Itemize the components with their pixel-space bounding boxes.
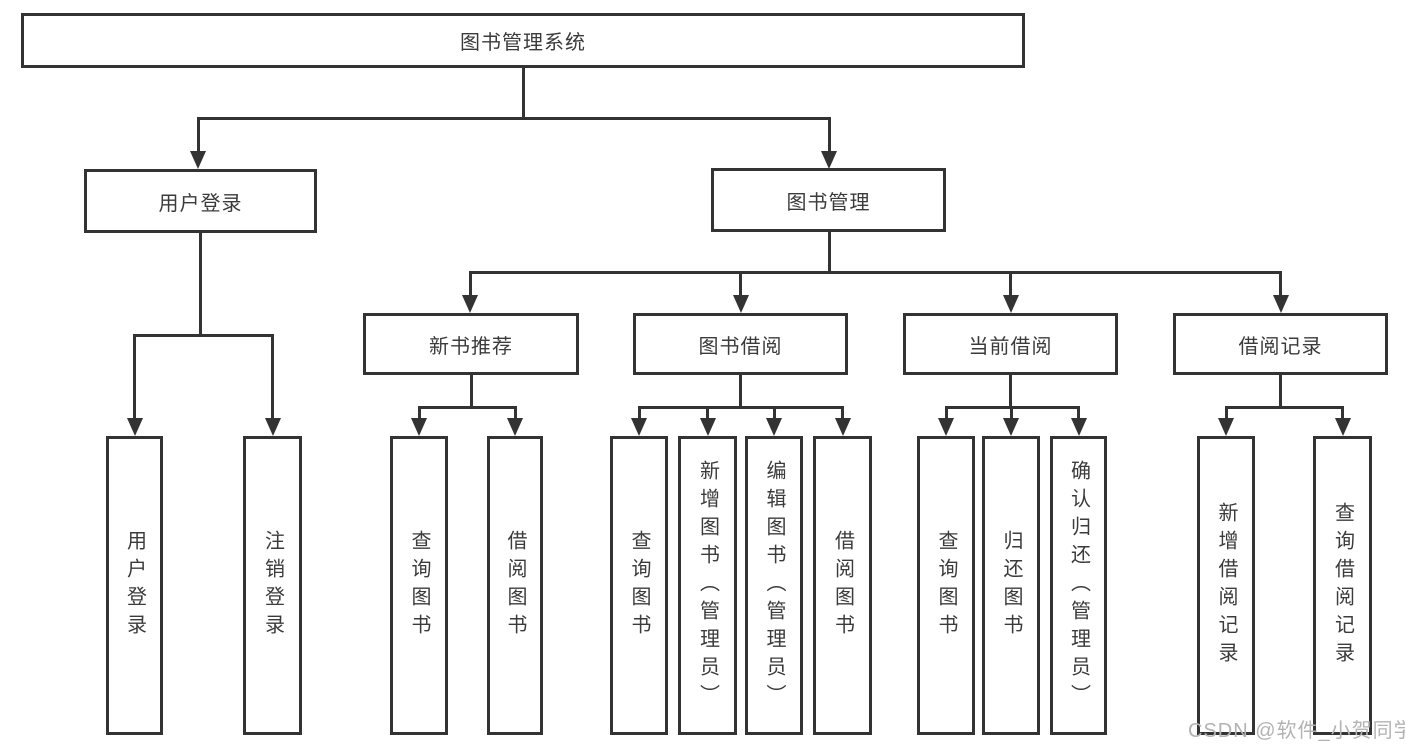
arrow-down-icon — [766, 418, 782, 436]
node-user-login-label: 用户登录 — [158, 192, 243, 215]
connector-drop-line — [417, 407, 421, 424]
watermark-text: CSDN @软件_小贺同学 — [1188, 720, 1405, 742]
node-book-borrow: 图书借阅 — [633, 313, 848, 375]
connector-drop-line — [1009, 407, 1013, 424]
node-book-management-label: 图书管理 — [786, 191, 871, 214]
arrow-down-icon — [507, 418, 523, 436]
node-current-borrow-label: 当前借阅 — [968, 335, 1053, 358]
node-leaf-confirm-return-admin-label: 确认归还（管理员） — [1067, 459, 1090, 712]
arrow-down-icon — [190, 151, 206, 169]
node-current-borrow: 当前借阅 — [903, 313, 1118, 375]
node-leaf-query-books-3-label: 查询图书 — [935, 529, 957, 642]
arrow-down-icon — [411, 418, 427, 436]
node-leaf-query-books-2-label: 查询图书 — [628, 529, 650, 642]
connector-stub-line — [469, 375, 473, 408]
arrow-down-icon — [462, 295, 478, 313]
connector-drop-line — [271, 335, 274, 424]
connector-bus-line — [133, 333, 274, 337]
connector-drop-line — [739, 272, 742, 301]
connector-drop-line — [196, 118, 200, 157]
node-leaf-add-borrow-record-label: 新增借阅记录 — [1215, 501, 1237, 670]
arrow-down-icon — [1272, 295, 1289, 313]
connector-drop-line — [1224, 407, 1228, 424]
connector-drop-line — [468, 272, 472, 301]
arrow-down-icon — [1003, 418, 1019, 436]
connector-bus-line — [1224, 405, 1344, 409]
node-leaf-edit-book-admin: 编辑图书（管理员） — [745, 436, 803, 735]
node-user-login: 用户登录 — [84, 169, 317, 233]
node-leaf-edit-book-admin-label: 编辑图书（管理员） — [763, 459, 785, 712]
node-leaf-query-books-3: 查询图书 — [917, 436, 975, 735]
connector-stub-line — [827, 232, 831, 273]
node-new-book-recommend-label: 新书推荐 — [429, 335, 513, 358]
arrow-down-icon — [264, 418, 281, 436]
node-leaf-borrow-books-2-label: 借阅图书 — [831, 529, 854, 642]
connector-drop-line — [772, 407, 776, 424]
arrow-down-icon — [1334, 418, 1351, 436]
node-leaf-query-borrow-record: 查询借阅记录 — [1313, 436, 1372, 735]
arrow-down-icon — [126, 418, 143, 436]
node-leaf-query-books-2: 查询图书 — [610, 436, 668, 735]
node-book-management: 图书管理 — [711, 168, 946, 232]
connector-drop-line — [944, 407, 948, 424]
node-leaf-return-book-label: 归还图书 — [1000, 529, 1022, 642]
connector-bus-line — [468, 270, 1282, 274]
connector-stub-line — [738, 375, 742, 408]
connector-drop-line — [827, 118, 831, 157]
node-leaf-login: 用户登录 — [106, 436, 163, 735]
node-leaf-borrow-books-2: 借阅图书 — [813, 436, 872, 735]
node-leaf-add-borrow-record: 新增借阅记录 — [1197, 436, 1255, 735]
node-leaf-confirm-return-admin: 确认归还（管理员） — [1050, 436, 1107, 735]
arrow-down-icon — [821, 151, 837, 169]
node-leaf-logout: 注销登录 — [243, 436, 302, 735]
node-leaf-return-book: 归还图书 — [982, 436, 1040, 735]
node-leaf-logout-label: 注销登录 — [261, 529, 284, 642]
connector-bus-line — [637, 405, 844, 409]
node-leaf-query-books-1: 查询图书 — [390, 436, 448, 735]
node-borrow-records: 借阅记录 — [1173, 313, 1388, 375]
arrow-down-icon — [732, 295, 749, 313]
connector-bus-line — [196, 116, 831, 120]
arrow-down-icon — [1218, 418, 1234, 436]
connector-drop-line — [1009, 272, 1012, 301]
connector-drop-line — [1341, 407, 1344, 424]
connector-bus-line — [417, 405, 517, 409]
connector-stub-line — [1008, 375, 1012, 408]
connector-drop-line — [841, 407, 844, 424]
arrow-down-icon — [631, 418, 647, 436]
node-system-label: 图书管理系统 — [460, 32, 586, 54]
connector-drop-line — [1077, 407, 1080, 424]
connector-stub-line — [198, 233, 202, 336]
node-leaf-borrow-books-1: 借阅图书 — [487, 436, 543, 735]
connector-drop-line — [706, 407, 709, 424]
arrow-down-icon — [938, 418, 954, 436]
node-leaf-borrow-books-1-label: 借阅图书 — [504, 529, 526, 642]
node-leaf-login-label: 用户登录 — [123, 529, 146, 642]
node-system: 图书管理系统 — [21, 13, 1025, 68]
node-leaf-add-book-admin-label: 新增图书（管理员） — [696, 459, 719, 712]
connector-drop-line — [513, 407, 517, 424]
node-leaf-query-borrow-record-label: 查询借阅记录 — [1331, 501, 1354, 670]
connector-drop-line — [133, 335, 136, 424]
node-book-borrow-label: 图书借阅 — [698, 335, 783, 358]
arrow-down-icon — [1070, 418, 1087, 436]
arrow-down-icon — [834, 418, 851, 436]
node-new-book-recommend: 新书推荐 — [363, 313, 579, 375]
node-leaf-add-book-admin: 新增图书（管理员） — [678, 436, 737, 735]
connector-drop-line — [637, 407, 641, 424]
arrow-down-icon — [699, 418, 716, 436]
node-borrow-records-label: 借阅记录 — [1238, 335, 1323, 358]
arrow-down-icon — [1002, 295, 1019, 313]
node-leaf-query-books-1-label: 查询图书 — [408, 529, 430, 642]
connector-drop-line — [1279, 272, 1282, 301]
connector-stub-line — [1278, 375, 1282, 408]
connector-stub-line — [521, 68, 525, 119]
